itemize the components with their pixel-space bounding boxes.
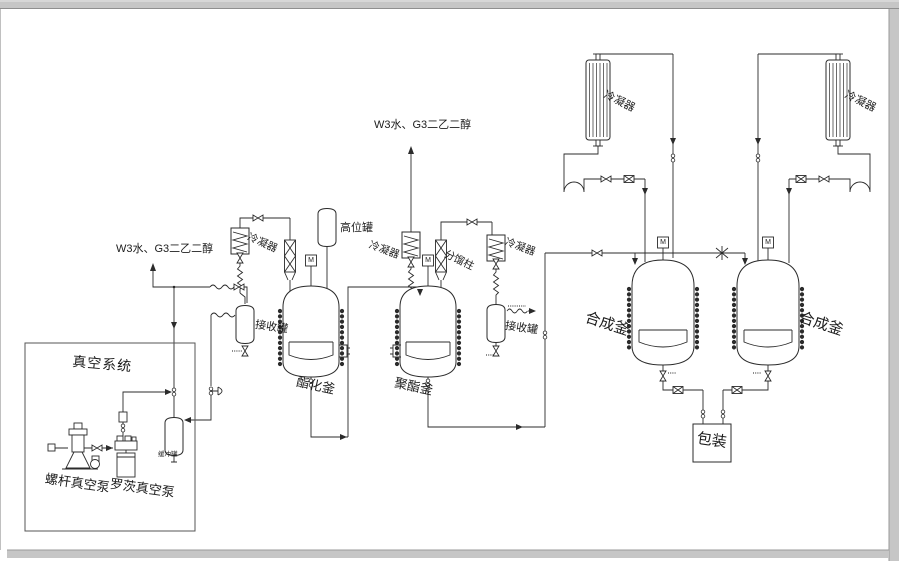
sight-glass-icon <box>672 386 684 394</box>
receiver-tank-1-symbol <box>235 305 255 344</box>
vacuum-system-box <box>24 342 196 532</box>
buffer-tank-label: 缓冲罐 <box>158 451 178 458</box>
high-level-tank-symbol <box>317 208 337 247</box>
motor-3-label: M <box>660 239 666 246</box>
sight-glass-icon <box>795 175 807 183</box>
receiver-tank-2-symbol <box>486 304 506 343</box>
valve-icon <box>659 370 667 382</box>
synthesis-kettle-2-symbol <box>734 260 802 365</box>
sight-glass-icon <box>731 386 743 394</box>
jacket-connection-1 <box>339 344 350 358</box>
motor-4-label: M <box>765 239 771 246</box>
valve-icon <box>764 370 772 382</box>
sight-glass-icon <box>623 175 635 183</box>
flow-arrows <box>106 138 792 451</box>
high-tank-label: 高位罐 <box>340 222 373 234</box>
packaging-box <box>692 423 732 463</box>
valve-icon <box>466 218 478 226</box>
motor-box-2 <box>422 254 434 267</box>
screw-vacuum-pump-symbol <box>47 422 100 470</box>
motor-2-label: M <box>425 257 431 264</box>
valve-icon <box>233 283 245 291</box>
valve-icon <box>252 214 264 222</box>
flange-icon <box>120 423 126 433</box>
fractionating-column-1-symbol <box>284 239 296 281</box>
valve-icon <box>492 345 500 357</box>
valve-icon <box>492 258 500 270</box>
valve-icon <box>236 252 244 264</box>
buffer-tank-symbol <box>164 417 184 456</box>
diol-note-mid: W3水、G3二乙二醇 <box>374 119 472 131</box>
valve-icon <box>591 249 603 257</box>
valve-icon <box>600 175 612 183</box>
diol-note-left: W3水、G3二乙二醇 <box>116 243 214 255</box>
roots-vacuum-pump-symbol <box>114 411 138 478</box>
polyester-kettle-symbol <box>397 286 459 377</box>
condenser-3-symbol <box>486 234 506 262</box>
jacket-connection-2 <box>390 344 401 358</box>
flange-icon <box>171 387 177 397</box>
esterification-kettle-symbol <box>280 286 342 377</box>
equipment <box>24 53 851 532</box>
fractionating-column-2-symbol <box>435 239 447 281</box>
synthesis-kettle-1-symbol <box>629 260 697 365</box>
valve-icon <box>407 256 415 268</box>
motor-1-label: M <box>308 257 314 264</box>
valves-and-fittings <box>91 153 830 452</box>
valve-icon <box>91 444 103 452</box>
valve-icon <box>241 345 249 357</box>
motor-box-3 <box>657 236 669 249</box>
condenser-2-symbol <box>401 231 421 259</box>
valve-icon <box>818 175 830 183</box>
motor-box-4 <box>762 236 774 249</box>
motor-box-1 <box>305 254 317 267</box>
